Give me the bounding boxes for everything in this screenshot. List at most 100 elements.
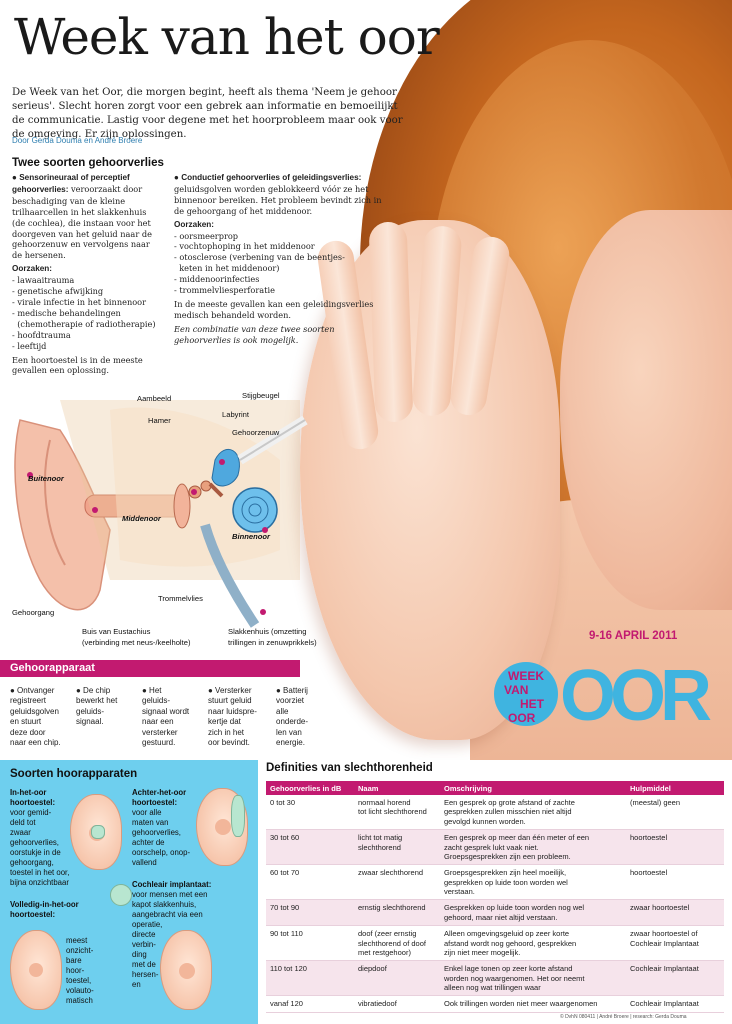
table-cell: 70 tot 90 [266, 899, 354, 927]
face-shape [560, 210, 732, 610]
gehoorverlies-heading: Twee soorten gehoorverlies [12, 157, 164, 169]
label-slakkenhuis: Slakkenhuis (omzetting [228, 627, 307, 636]
label-stijgbeugel: Stijgbeugel [242, 391, 280, 400]
list-item: - virale infectie in het binnenoor [12, 296, 146, 307]
table-cell: 110 tot 120 [266, 960, 354, 997]
table-cell: (meestal) geen [626, 795, 724, 831]
table-cell: 0 tot 30 [266, 795, 354, 831]
ear-in-het-oor-icon [70, 794, 122, 870]
conductief-title: ● Conductief gehoorverlies of geleidings… [174, 173, 362, 182]
ear-cochleair-icon [160, 930, 212, 1010]
conductief-causes: - oorsmeerprop - vochtophoping in het mi… [174, 231, 386, 296]
logo-van: VAN [504, 683, 529, 697]
table-cell: Een gesprek op grote afstand of zachte g… [440, 795, 626, 831]
list-item: - otosclerose (verbening van de beentjes… [174, 252, 345, 263]
ear-diagram: Aambeeld Stijgbeugel Hamer Labyrint Geho… [0, 380, 320, 650]
event-logo-circle [494, 662, 558, 726]
gehoorapparaat-step: ● Batterij voorziet alle onderde- len va… [276, 686, 309, 747]
list-item: - genetische afwijking [12, 286, 104, 297]
ear-achter-icon [196, 788, 248, 866]
implant-coil-icon [110, 884, 132, 906]
gehoorapparaat-step: ● Versterker stuurt geluid naar luidspre… [208, 686, 257, 747]
intro-text: De Week van het Oor, die morgen begint, … [12, 87, 403, 141]
ear-volledig-icon [10, 930, 62, 1010]
soorten-panel: Soorten hoorapparaten In-het-oor hoortoe… [0, 760, 258, 1024]
label-aambeeld: Aambeeld [137, 394, 172, 403]
table-cell: Alleen omgevingsgeluid op zeer korte afs… [440, 925, 626, 962]
logo-oor-big: OOR [560, 656, 712, 736]
table-cell: zwaar hoortoestel of Cochleair Implantaa… [626, 925, 724, 962]
table-cell: Ook trillingen worden niet meer waargeno… [440, 995, 626, 1013]
hero-photo [300, 0, 732, 760]
table-cell: vibratiedoof [354, 995, 440, 1013]
volledig-text: meest onzicht- bare hoor- toestel, volau… [66, 936, 94, 1005]
ear-anatomy-illustration [14, 400, 308, 628]
list-item: keten in het middenoor) [174, 263, 280, 274]
byline: Door Gerda Douma en André Broere [12, 136, 143, 145]
list-item: - lawaaitrauma [12, 275, 75, 286]
table-cell: licht tot matig slechthorend [354, 829, 440, 866]
table-cell: normaal horend tot licht slechthorend [354, 795, 440, 831]
table-cell: vanaf 120 [266, 995, 354, 1013]
in-het-oor-block: In-het-oor hoortoestel: voor gemid- deld… [10, 788, 82, 888]
achter-text: voor alle maten van gehoorverlies, achte… [132, 807, 191, 867]
perceptief-note: Een hoortoestel is in de meeste gevallen… [12, 354, 143, 376]
perceptief-causes-label: Oorzaken: [12, 264, 53, 274]
cochleair-block: Cochleair implantaat: voor mensen met ee… [132, 880, 254, 990]
perceptief-causes: - lawaaitrauma - genetische afwijking - … [12, 275, 162, 351]
gehoorapparaat-heading: Gehoorapparaat [10, 662, 95, 674]
table-cell: Gesprekken op luide toon worden nog wel … [440, 899, 626, 927]
conductief-text: geluidsgolven worden geblokkeerd vóór ze… [174, 183, 382, 216]
label-binnenoor: Binnenoor [232, 532, 270, 541]
logo-het: HET [520, 697, 544, 711]
table-cell: Groepsgesprekken zijn heel moeilijk, ges… [440, 864, 626, 901]
label-gehoorzenuw: Gehoorzenuw [232, 428, 280, 437]
table-cell: diepdoof [354, 960, 440, 997]
list-item: - hoofdtrauma [12, 329, 71, 340]
cochleair-text: voor mensen met een kapot slakkenhuis, a… [132, 889, 208, 989]
gehoorapparaat-step: ● Ontvanger registreert geluidsgolven en… [10, 686, 61, 747]
table-header-row: Gehoorverlies in dB Naam Omschrijving Hu… [266, 781, 724, 795]
label-trommelvlies: Trommelvlies [158, 594, 203, 603]
table-cell: zwaar slechthorend [354, 864, 440, 901]
list-item: - leeftijd [12, 340, 47, 351]
in-het-oor-text: voor gemid- deld tot zwaar gehoorverlies… [10, 807, 70, 887]
gehoorapparaat-bar: Gehoorapparaat [0, 660, 300, 677]
in-het-oor-title: In-het-oor hoortoestel: [10, 788, 56, 807]
table-cell: 30 tot 60 [266, 829, 354, 866]
table-cell: doof (zeer ernstig slechthorend of doof … [354, 925, 440, 962]
definities-heading: Definities van slechthorenheid [266, 762, 433, 774]
volledig-block: Volledig-in-het-oor hoortoestel: [10, 900, 106, 920]
label-slakkenhuis-sub: trillingen in zenuwprikkels) [228, 638, 317, 647]
col-header: Naam [354, 781, 440, 795]
label-labyrint: Labyrint [222, 410, 250, 419]
perceptief-title: ● Sensorineuraal of perceptief gehoorver… [12, 173, 130, 194]
achter-block: Achter-het-oor hoortoestel: voor alle ma… [132, 788, 210, 868]
table-cell: Enkel lage tonen op zeer korte afstand w… [440, 960, 626, 997]
list-item: - middenoorinfecties [174, 274, 260, 285]
col-header: Omschrijving [440, 781, 626, 795]
table-cell: Cochleair Implantaat [626, 960, 724, 997]
conductief-column: ● Conductief gehoorverlies of geleidings… [174, 172, 386, 346]
achter-title: Achter-het-oor hoortoestel: [132, 788, 187, 807]
col-header: Gehoorverlies in dB [266, 781, 354, 795]
perceptief-column: ● Sensorineuraal of perceptief gehoorver… [12, 172, 162, 376]
gehoorapparaat-step: ● De chip bewerkt het geluids- signaal. [76, 686, 118, 727]
gehoorapparaat-step: ● Het geluids- signaal wordt naar een ve… [142, 686, 190, 747]
table-cell: 90 tot 110 [266, 925, 354, 962]
label-eustachius-sub: (verbinding met neus-/keelholte) [82, 638, 191, 647]
table-cell: ernstig slechthorend [354, 899, 440, 927]
label-gehoorgang: Gehoorgang [12, 608, 55, 617]
logo-week: WEEK [508, 669, 544, 683]
label-hamer: Hamer [148, 416, 171, 425]
list-item: - vochtophoping in het middenoor [174, 241, 315, 252]
event-dates: 9-16 APRIL 2011 [589, 630, 678, 642]
logo-oor-small: OOR [508, 711, 536, 725]
label-middenoor: Middenoor [122, 514, 161, 523]
